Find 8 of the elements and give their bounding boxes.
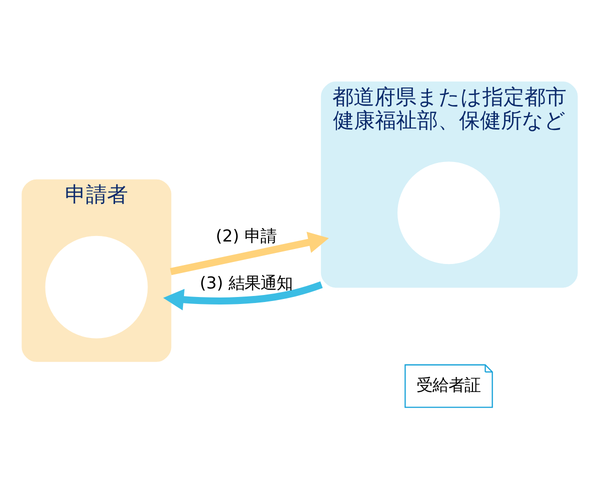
- edge-label: (3) 結果通知: [200, 274, 292, 293]
- cluster: 申請者: [22, 179, 172, 362]
- node-label: 健康福祉部、保健所など: [332, 107, 566, 132]
- node-circle: [45, 236, 148, 338]
- arrow: [163, 281, 323, 310]
- node-circle: [398, 162, 500, 264]
- arrow: [170, 232, 329, 276]
- edge-label: (2) 申請: [216, 226, 276, 246]
